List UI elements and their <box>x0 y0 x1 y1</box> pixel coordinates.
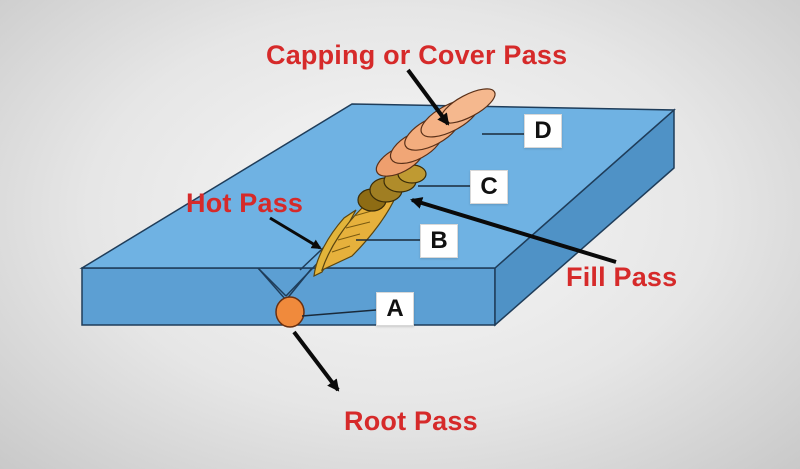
letter-box-a: A <box>376 292 414 326</box>
capping-pass-label: Capping or Cover Pass <box>266 40 568 70</box>
leader-a <box>301 309 377 317</box>
hot-pass-label: Hot Pass <box>186 188 304 218</box>
fill-pass-arrow <box>410 197 617 264</box>
root-pass-label: Root Pass <box>344 406 478 436</box>
root-pass-arrow <box>292 330 340 392</box>
capping-pass-bead <box>375 88 496 177</box>
letter-box-d: D <box>524 114 562 148</box>
letter-box-c: C <box>470 170 508 204</box>
hot-pass-arrow <box>269 216 322 250</box>
fill-pass-label: Fill Pass <box>566 262 678 292</box>
letter-box-b: B <box>420 224 458 258</box>
capping-arrow <box>406 68 450 126</box>
root-pass-bead <box>275 296 305 328</box>
